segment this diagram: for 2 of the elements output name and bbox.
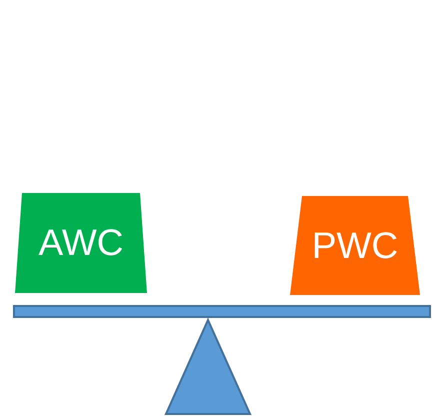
weight-label: AWC	[38, 223, 124, 263]
weight-label: PWC	[310, 226, 400, 266]
